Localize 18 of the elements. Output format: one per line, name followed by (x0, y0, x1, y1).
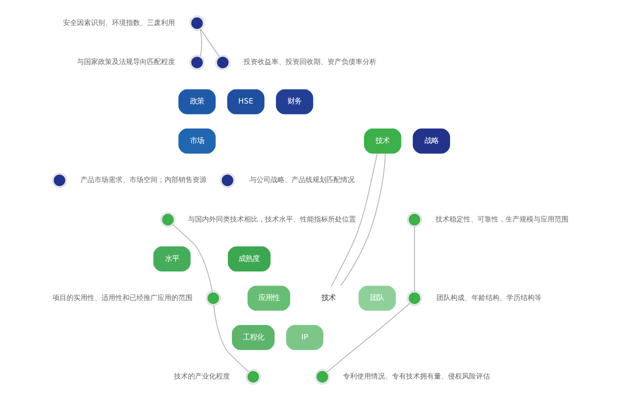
node-circle (214, 54, 230, 70)
node-circle (219, 172, 235, 188)
connector (326, 302, 410, 372)
node-circle (51, 172, 67, 188)
connector (340, 153, 386, 286)
node-circle (205, 290, 221, 306)
connector (199, 28, 202, 57)
connector (172, 224, 212, 292)
node-circle (244, 369, 261, 385)
node-circle (188, 15, 204, 31)
node-circle (406, 212, 422, 228)
node-circle (314, 369, 330, 385)
node-circle (160, 212, 176, 228)
connector (330, 153, 378, 286)
node-circle (406, 290, 422, 306)
connector (212, 304, 248, 372)
node-circle (188, 54, 204, 70)
connector (200, 28, 220, 57)
